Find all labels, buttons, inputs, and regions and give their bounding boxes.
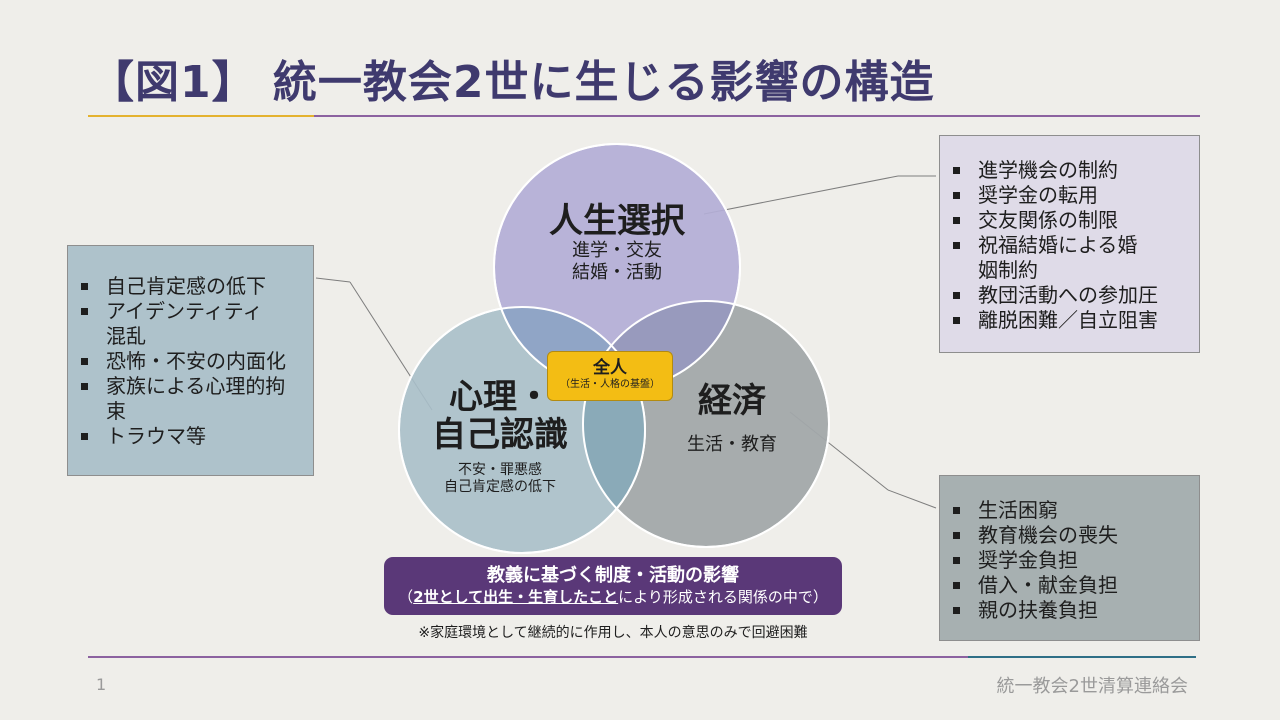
base-band-sub-open: （: [398, 588, 414, 606]
connector-line-mind-end: [315, 277, 351, 283]
footer-rule-teal: [968, 656, 1196, 658]
base-band-title: 教義に基づく制度・活動の影響: [487, 565, 739, 586]
circle-mind-sub1: 不安・罪悪感: [458, 462, 542, 478]
footer-rule-purple: [88, 656, 968, 658]
base-band-sub-underlined: 2世として出生・生育したこと: [413, 588, 619, 606]
circle-life-title: 人生選択: [549, 201, 685, 241]
organization-name: 統一教会2世清算連絡会: [996, 676, 1188, 697]
page-number: 1: [96, 675, 107, 694]
list-item: アイデンティティ混乱: [68, 299, 276, 349]
page-title: 【図1】 統一教会2世に生じる影響の構造: [90, 57, 935, 108]
center-badge-title: 全人: [593, 358, 627, 378]
circle-mind-title-1: 心理・: [449, 377, 551, 417]
list-item: 祝福結婚による婚姻制約: [940, 233, 1148, 283]
list-item: 親の扶養負担: [940, 598, 1189, 623]
base-band-sub-rest: により形成される関係の中で）: [618, 588, 828, 606]
economy-effects-box: 生活困窮 教育機会の喪失 奨学金負担 借入・献金負担 親の扶養負担: [939, 475, 1200, 641]
list-item: 奨学金負担: [940, 548, 1189, 573]
mind-effects-box: 自己肯定感の低下 アイデンティティ混乱 恐怖・不安の内面化 家族による心理的拘束…: [67, 245, 314, 476]
base-band: 教義に基づく制度・活動の影響 （2世として出生・生育したことにより形成される関係…: [384, 557, 842, 615]
circle-economy-outline: [582, 300, 830, 548]
circle-mind-sub2: 自己肯定感の低下: [444, 479, 556, 495]
circle-economy-label: 経済 生活・教育: [652, 382, 812, 456]
list-item: 恐怖・不安の内面化: [68, 349, 303, 374]
list-item: トラウマ等: [68, 424, 303, 449]
center-badge: 全人 （生活・人格の基盤）: [547, 351, 673, 401]
circle-economy-sub1: 生活・教育: [687, 434, 777, 455]
circle-mind-title-2: 自己認識: [432, 415, 568, 455]
list-item: 生活困窮: [940, 498, 1189, 523]
circle-mind-label: 心理・ 自己認識 不安・罪悪感 自己肯定感の低下: [420, 378, 580, 496]
list-item: 進学機会の制約: [940, 158, 1189, 183]
list-item: 借入・献金負担: [940, 573, 1189, 598]
circle-mind-outline: [398, 306, 646, 554]
list-item: 家族による心理的拘束: [68, 374, 296, 424]
footnote: ※家庭環境として継続的に作用し、本人の意思のみで回避困難: [418, 625, 808, 641]
base-band-sub: （2世として出生・生育したことにより形成される関係の中で）: [384, 587, 842, 607]
list-item: 交友関係の制限: [940, 208, 1189, 233]
list-item: 教団活動への参加圧: [940, 283, 1189, 308]
circle-life-sub1: 進学・交友: [572, 240, 662, 261]
center-badge-sub: （生活・人格の基盤）: [560, 379, 660, 390]
connector-line-life: [703, 175, 899, 215]
title-underline-gold: [88, 115, 314, 117]
circle-economy-title: 経済: [698, 381, 766, 421]
connector-line-economy-end: [887, 489, 937, 509]
list-item: 離脱困難／自立阻害: [940, 308, 1189, 333]
circle-life-sub2: 結婚・活動: [572, 262, 662, 283]
title-underline-purple: [314, 115, 1200, 117]
list-item: 奨学金の転用: [940, 183, 1189, 208]
circle-life-label: 人生選択 進学・交友 結婚・活動: [537, 202, 697, 284]
list-item: 自己肯定感の低下: [68, 274, 303, 299]
list-item: 教育機会の喪失: [940, 523, 1189, 548]
life-effects-box: 進学機会の制約 奨学金の転用 交友関係の制限 祝福結婚による婚姻制約 教団活動へ…: [939, 135, 1200, 353]
